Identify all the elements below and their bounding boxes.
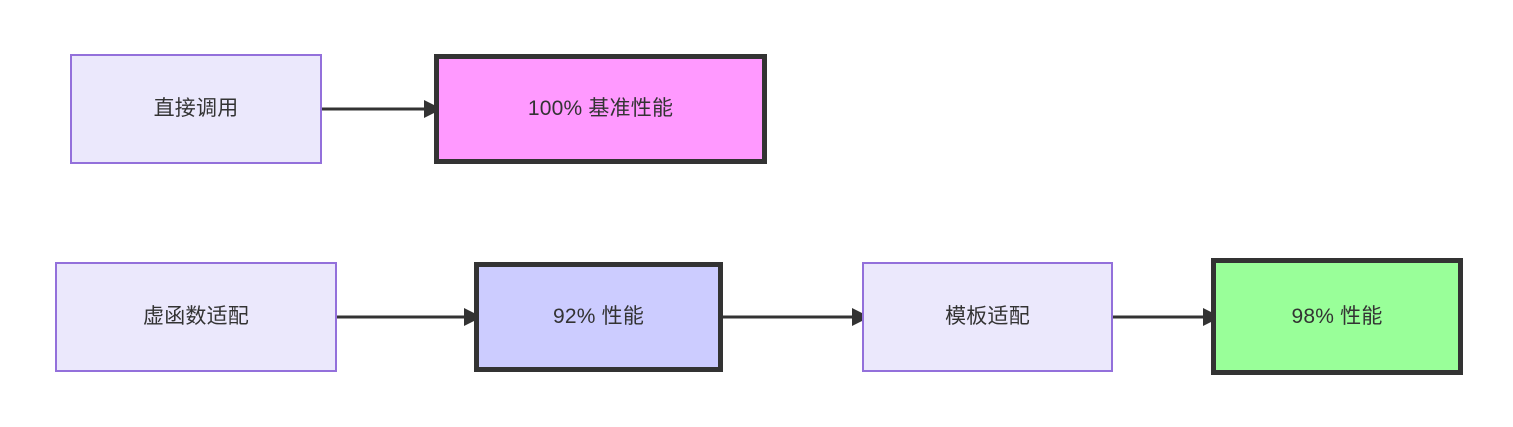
edge-direct-call-to-baseline xyxy=(322,100,442,118)
node-label-virtual-function-adapter: 虚函数适配 xyxy=(143,305,249,329)
edge-template-to-98 xyxy=(1113,308,1221,326)
node-label-performance-92: 92% 性能 xyxy=(552,305,645,329)
node-label-performance-98: 98% 性能 xyxy=(1291,304,1383,328)
node-template-adapter[interactable]: 模板适配 xyxy=(862,262,1113,372)
node-baseline-performance[interactable]: 100% 基准性能 xyxy=(434,54,767,164)
node-performance-98[interactable]: 98% 性能 xyxy=(1211,258,1463,375)
node-direct-call[interactable]: 直接调用 xyxy=(70,54,322,164)
node-label-direct-call: 直接调用 xyxy=(153,97,239,121)
edge-92-to-template xyxy=(723,308,870,326)
edge-virtual-to-92 xyxy=(337,308,482,326)
node-performance-92[interactable]: 92% 性能 xyxy=(474,262,723,372)
node-virtual-function-adapter[interactable]: 虚函数适配 xyxy=(55,262,337,372)
node-label-baseline-performance: 100% 基准性能 xyxy=(527,97,674,121)
node-label-template-adapter: 模板适配 xyxy=(945,305,1030,329)
